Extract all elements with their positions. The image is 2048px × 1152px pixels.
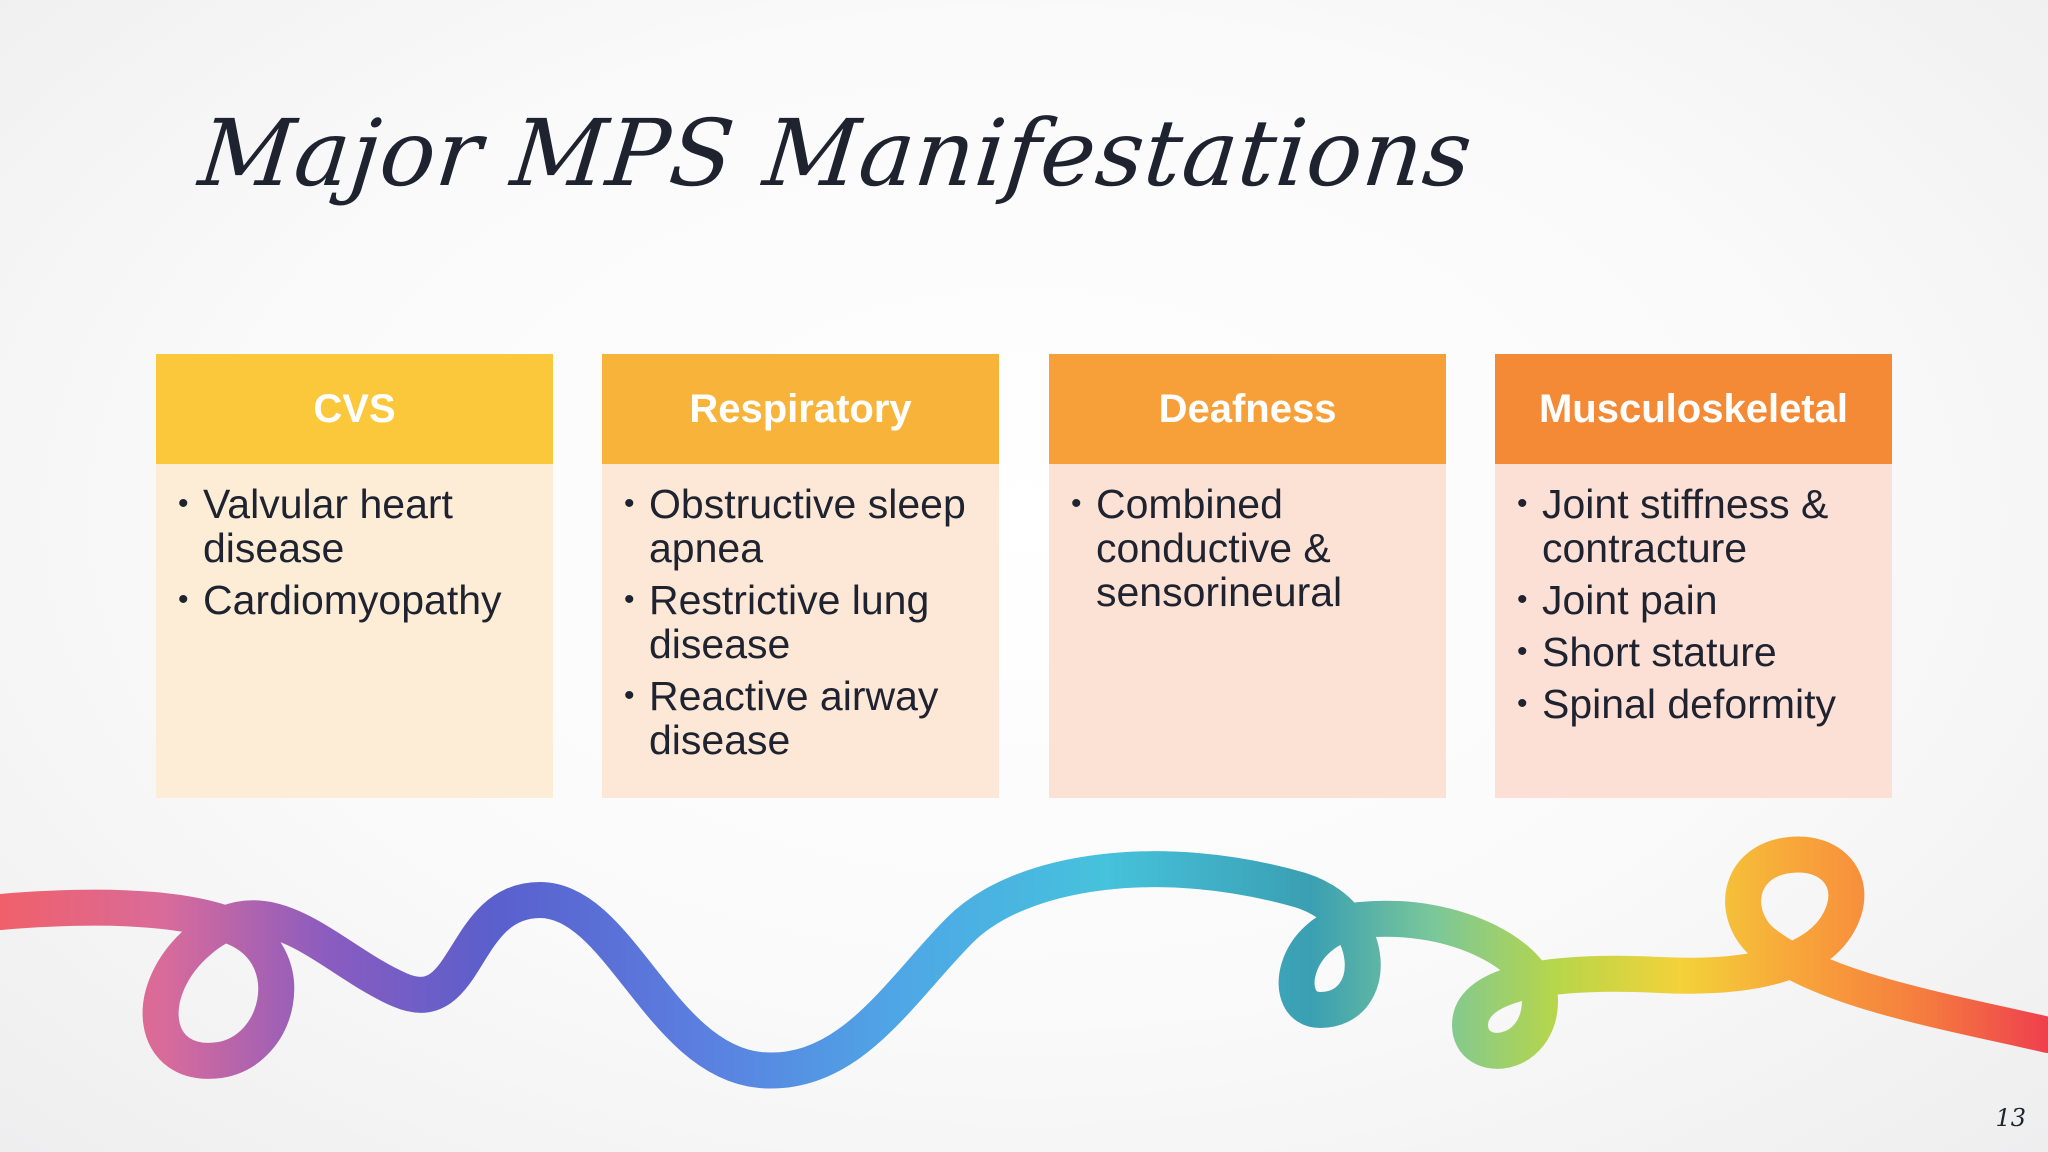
list-item: • Joint stiffness & contracture xyxy=(1517,482,1878,570)
list-item-text: Spinal deformity xyxy=(1542,681,1836,727)
bullet-list: • Joint stiffness & contracture • Joint pa… xyxy=(1517,482,1878,726)
list-item-text: Restrictive lung disease xyxy=(649,577,930,667)
card-body: • Combined conductive & sensorineural xyxy=(1049,464,1446,798)
manifestation-cards: CVS • Valvular heart disease • Cardiomyopa… xyxy=(156,354,1892,798)
card-header: Respiratory xyxy=(602,354,999,464)
rainbow-ribbon-decoration xyxy=(0,836,2048,1089)
card-header: Musculoskeletal xyxy=(1495,354,1892,464)
list-item: • Cardiomyopathy xyxy=(178,578,539,622)
card-body: • Joint stiffness & contracture • Joint pa… xyxy=(1495,464,1892,798)
bullet-icon: • xyxy=(1517,583,1528,616)
bullet-icon: • xyxy=(624,583,635,616)
bullet-icon: • xyxy=(178,487,189,520)
list-item: • Obstructive sleep apnea xyxy=(624,482,985,570)
card-respiratory: Respiratory • Obstructive sleep apnea • Re… xyxy=(602,354,999,798)
list-item-text: Short stature xyxy=(1542,629,1777,675)
bullet-icon: • xyxy=(1071,487,1082,520)
list-item-text: Valvular heart disease xyxy=(203,481,453,571)
list-item: • Reactive airway disease xyxy=(624,674,985,762)
card-body: • Valvular heart disease • Cardiomyopathy xyxy=(156,464,553,798)
bullet-icon: • xyxy=(178,583,189,616)
list-item-text: Joint stiffness & contracture xyxy=(1542,481,1829,571)
list-item: • Restrictive lung disease xyxy=(624,578,985,666)
card-musculoskeletal: Musculoskeletal • Joint stiffness & contr… xyxy=(1495,354,1892,798)
card-deafness: Deafness • Combined conductive & sensorin… xyxy=(1049,354,1446,798)
bullet-icon: • xyxy=(1517,687,1528,720)
list-item: • Spinal deformity xyxy=(1517,682,1878,726)
bullet-icon: • xyxy=(624,487,635,520)
list-item-text: Obstructive sleep apnea xyxy=(649,481,966,571)
bullet-icon: • xyxy=(1517,635,1528,668)
list-item-text: Reactive airway disease xyxy=(649,673,939,763)
list-item-text: Joint pain xyxy=(1542,577,1718,623)
card-header: Deafness xyxy=(1049,354,1446,464)
bullet-list: • Valvular heart disease • Cardiomyopathy xyxy=(178,482,539,622)
list-item: • Valvular heart disease xyxy=(178,482,539,570)
list-item-text: Combined conductive & sensorineural xyxy=(1096,481,1343,615)
bullet-icon: • xyxy=(624,679,635,712)
bullet-list: • Obstructive sleep apnea • Restrictive lu… xyxy=(624,482,985,762)
card-cvs: CVS • Valvular heart disease • Cardiomyopa… xyxy=(156,354,553,798)
bullet-list: • Combined conductive & sensorineural xyxy=(1071,482,1432,614)
card-header: CVS xyxy=(156,354,553,464)
list-item-text: Cardiomyopathy xyxy=(203,577,502,623)
rainbow-ribbon-path xyxy=(0,836,2048,1089)
bullet-icon: • xyxy=(1517,487,1528,520)
list-item: • Combined conductive & sensorineural xyxy=(1071,482,1432,614)
page-number: 13 xyxy=(1995,1104,2026,1132)
list-item: • Short stature xyxy=(1517,630,1878,674)
card-body: • Obstructive sleep apnea • Restrictive lu… xyxy=(602,464,999,798)
slide-title: Major MPS Manifestations xyxy=(194,100,1478,207)
list-item: • Joint pain xyxy=(1517,578,1878,622)
